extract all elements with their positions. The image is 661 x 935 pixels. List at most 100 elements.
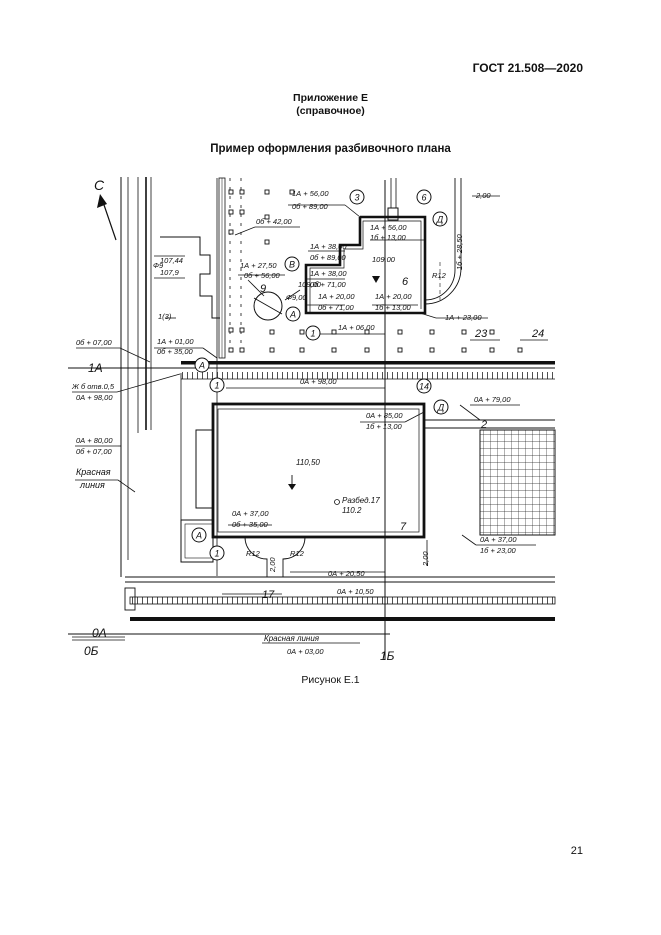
plan-label: 1(3) [158,312,172,321]
plan-label: 1б + 13,00 [366,422,403,431]
appendix-subtitle: (справочное) [296,105,365,117]
plan-label: 109,00 [372,255,396,264]
upper-building [304,178,462,315]
plan-label: Д [436,215,444,225]
plan-label: R12 [246,549,261,558]
plan-label: 110,50 [296,458,320,467]
rotated-labels: 1б + 28,50 2,00 2,00 [268,233,464,573]
plan-label: 0б + 07,00 [76,338,113,347]
plan-label: 0б + 42,00 [256,217,293,226]
plan-label: 1б + 13,00 [375,303,412,312]
leader-lines [72,195,548,644]
plan-label: 0А + 37,00 [232,509,269,518]
axis-marker-d-1 [432,211,448,227]
plan-label: 9 [260,283,266,295]
axis-marker-14 [416,378,432,394]
plan-label: 1б + 23,00 [480,546,517,555]
plan-label: 3 [354,193,359,203]
plan-label: 1А [88,361,103,375]
paving-area [479,429,556,536]
plan-label: 1А + 20,00 [375,292,412,301]
plan-label: линия [79,480,105,490]
standard-code: ГОСТ 21.508—2020 [472,61,583,75]
plan-label: 0б + 71,00 [310,280,347,289]
plan-label: 17 [262,589,275,601]
figure-caption: Рисунок Е.1 [301,674,360,686]
plan-label: 1Б [380,649,395,663]
axis-marker-num1-b [305,325,321,341]
axis-marker-labels: 1 14 3 6 А А А В Д Д 1 1 [195,193,445,559]
red-line-labels: Красная линия Красная линия [76,467,320,643]
plan-label: 6 [421,193,426,203]
axis-marker-a-3 [191,527,207,543]
plan-label: 0А + 03,00 [287,647,324,656]
appendix-heading: Приложение Е (справочное) [0,92,661,118]
plan-label: 6 [402,276,409,288]
well-structure [247,279,301,321]
plan-label: 0А + 85,00 [366,411,403,420]
axis-marker-1 [209,377,225,393]
plan-label: 1А + 23,00 [445,313,482,322]
plan-label: 107,44 [160,256,183,265]
plan-label: 0б + 07,00 [76,447,113,456]
plan-label: 23 [474,328,488,340]
plan-label: А [195,531,202,541]
plan-label: R12 [290,549,305,558]
plan-label: 0б + 35,00 [232,520,269,529]
axis-lines [68,178,555,660]
plan-label: 1 [214,381,219,391]
plan-label: Разбед.17 [342,496,380,505]
plan-label: 1А + 38,00 [310,242,347,251]
plan-label: 1А + 38,00 [310,269,347,278]
plan-label: R12 [432,271,447,280]
plan-label: 0б + 35,00 [157,347,194,356]
plan-label: 0А + 10,50 [337,587,374,596]
plan-label: 109,00 [298,280,322,289]
plan-label: 0б + 56,00 [244,271,281,280]
north-label: С [94,177,105,193]
plan-label: 0Б [84,644,99,658]
axis-marker-3 [349,189,365,205]
plan-label: 0б + 89,00 [310,253,347,262]
survey-markers [218,177,242,359]
axis-marker-d-2 [433,399,449,415]
plan-label: Ф9,00 [286,293,307,302]
plan-label: 0А + 37,00 [480,535,517,544]
road-line-1A [181,361,555,380]
grid-axis-labels: 1А 0А 0Б 1Б [84,361,395,663]
plan-label: 7 [400,521,407,533]
plan-label: 0б + 89,00 [292,202,329,211]
plan-label: 1 [214,549,219,559]
plan-label: 1б + 13,00 [370,233,407,242]
plan-label: 110.2 [342,506,362,515]
axis-marker-num1-c [209,545,225,561]
plan-label: 0б + 71,00 [318,303,355,312]
plan-label: Ж б отв.0,5 [71,382,115,391]
plan-label: 0А + 98,00 [300,377,337,386]
marker-squares [228,189,523,353]
plan-label: 1б + 28,50 [455,233,464,270]
item-numbers: 2 6 7 9 17 23 24 [260,276,544,601]
plan-label: 24 [531,328,544,340]
plan-label: 1А + 01,00 [157,337,194,346]
plan-label: 107,9 [160,268,180,277]
plan-label: 1А + 06,00 [338,323,375,332]
page-number: 21 [570,845,583,857]
axis-marker-a-2 [285,306,301,322]
plan-label: Красная линия [264,634,320,643]
plan-label: 1 [310,329,315,339]
plan-label: 2 [480,419,487,431]
north-arrow: С [94,177,117,241]
plan-label: Д [437,403,445,413]
plan-label: Ф9 [153,261,164,270]
plan-label: 0А + 20,50 [328,569,365,578]
plan-label: А [198,361,205,371]
lower-building [180,402,555,577]
axis-markers [191,189,449,561]
plan-label: 1А + 20,00 [318,292,355,301]
plan-label: А [289,310,296,320]
plan-label: 0А + 98,00 [76,393,113,402]
stepped-boundary [160,236,220,319]
figure-title: Пример оформления разбивочного плана [210,143,451,155]
